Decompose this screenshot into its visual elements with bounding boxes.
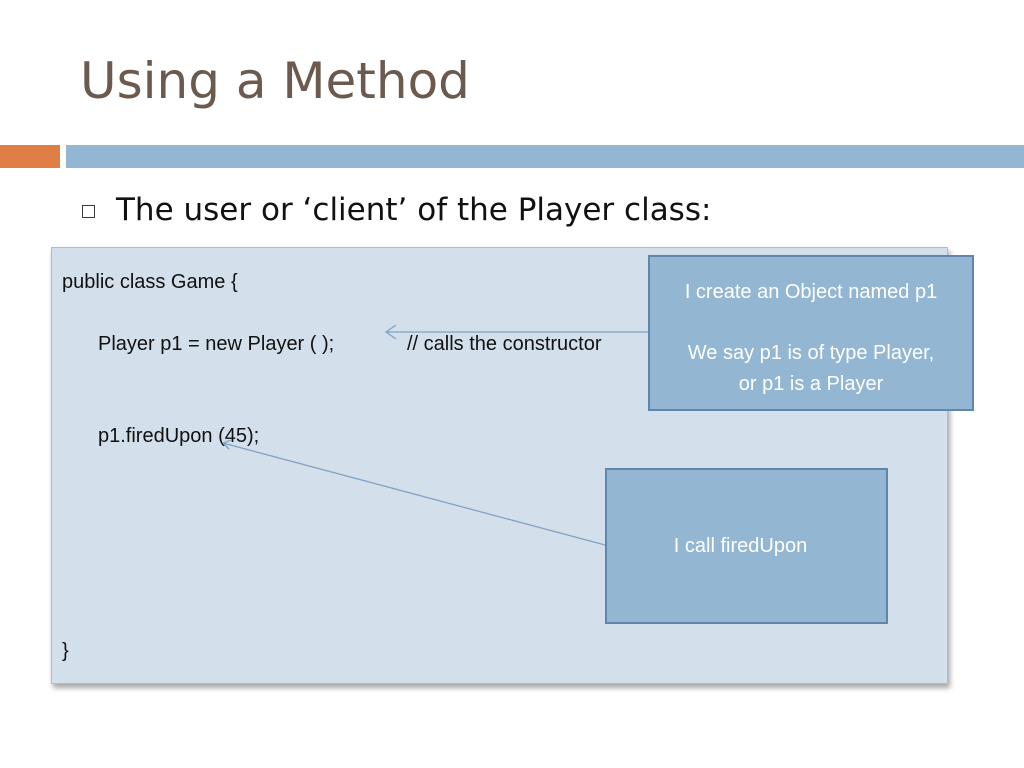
callout-object-creation: I create an Object named p1 We say p1 is…: [648, 255, 974, 411]
code-line-closing-brace: }: [62, 640, 69, 662]
accent-bar: [0, 145, 60, 168]
title-underline-bar: [66, 145, 1024, 168]
code-line-method-call: p1.firedUpon (45);: [98, 425, 260, 447]
callout-object-line-2: We say p1 is of type Player,: [687, 342, 935, 364]
callout-object-line-3: or p1 is a Player: [738, 373, 884, 395]
code-line-class-declaration: public class Game {: [62, 271, 238, 293]
bullet-text: The user or ‘client’ of the Player class…: [116, 192, 712, 228]
code-comment-constructor: // calls the constructor: [407, 333, 602, 355]
bullet-point: The user or ‘client’ of the Player class…: [82, 192, 711, 228]
hollow-square-bullet-icon: [82, 205, 95, 218]
slide-title: Using a Method: [80, 52, 470, 110]
callout-object-line-1: I create an Object named p1: [684, 281, 938, 303]
callout-method-call: I call firedUpon: [605, 468, 888, 624]
code-line-constructor-call: Player p1 = new Player ( );: [98, 333, 335, 355]
callout-method-text: I call firedUpon: [673, 534, 808, 557]
